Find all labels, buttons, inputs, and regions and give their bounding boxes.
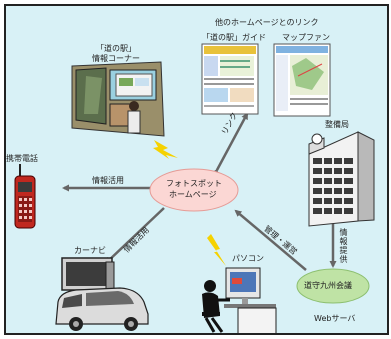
- info-corner-label-2: 情報コーナー: [92, 54, 140, 63]
- pasokon-label: パソコン: [232, 254, 264, 263]
- diagram-frame: 他のホームページとのリンク 「道の駅」ガイド マップファン 「道の駅」 情報コー…: [4, 4, 389, 335]
- pc-user-illustration: [202, 267, 277, 333]
- title-label: 他のホームページとのリンク: [215, 18, 319, 27]
- mapfan-screenshot: [273, 43, 331, 117]
- mapfan-label: マップファン: [282, 33, 330, 42]
- seibikyoku-label: 整備局: [325, 120, 349, 129]
- diagram-graphics: [14, 43, 375, 333]
- carnavi-illustration: [55, 257, 149, 331]
- kaigi-label: 道守九州会議: [304, 281, 352, 290]
- michi-guide-screenshot: [201, 43, 259, 115]
- arrow-link: [211, 112, 249, 177]
- center-label-2: ホームページ: [169, 190, 217, 199]
- info-use-phone-label: 情報活用: [92, 176, 124, 185]
- arrow-to-carnavi: [104, 207, 165, 265]
- info-corner-illustration: [71, 61, 165, 137]
- carnavi-label: カーナビ: [74, 246, 106, 255]
- michi-guide-label: 「道の駅」ガイド: [202, 33, 266, 42]
- arrow-kanri-unei: [234, 209, 307, 271]
- keitai-label: 携帯電話: [6, 154, 38, 163]
- lightning-icon: [153, 140, 178, 159]
- info-corner-label-1: 「道の駅」: [96, 44, 136, 53]
- center-label-1: フォトスポット: [166, 179, 222, 188]
- photo-spot-homepage-node: [149, 168, 239, 212]
- phone-illustration: [14, 164, 36, 229]
- joho-teikyo-label: 情報提供: [339, 228, 348, 264]
- kaigi-node: [296, 268, 370, 304]
- lightning-icon: [207, 234, 226, 266]
- webserver-label: Webサーバ: [314, 314, 356, 323]
- building-illustration: [308, 131, 375, 227]
